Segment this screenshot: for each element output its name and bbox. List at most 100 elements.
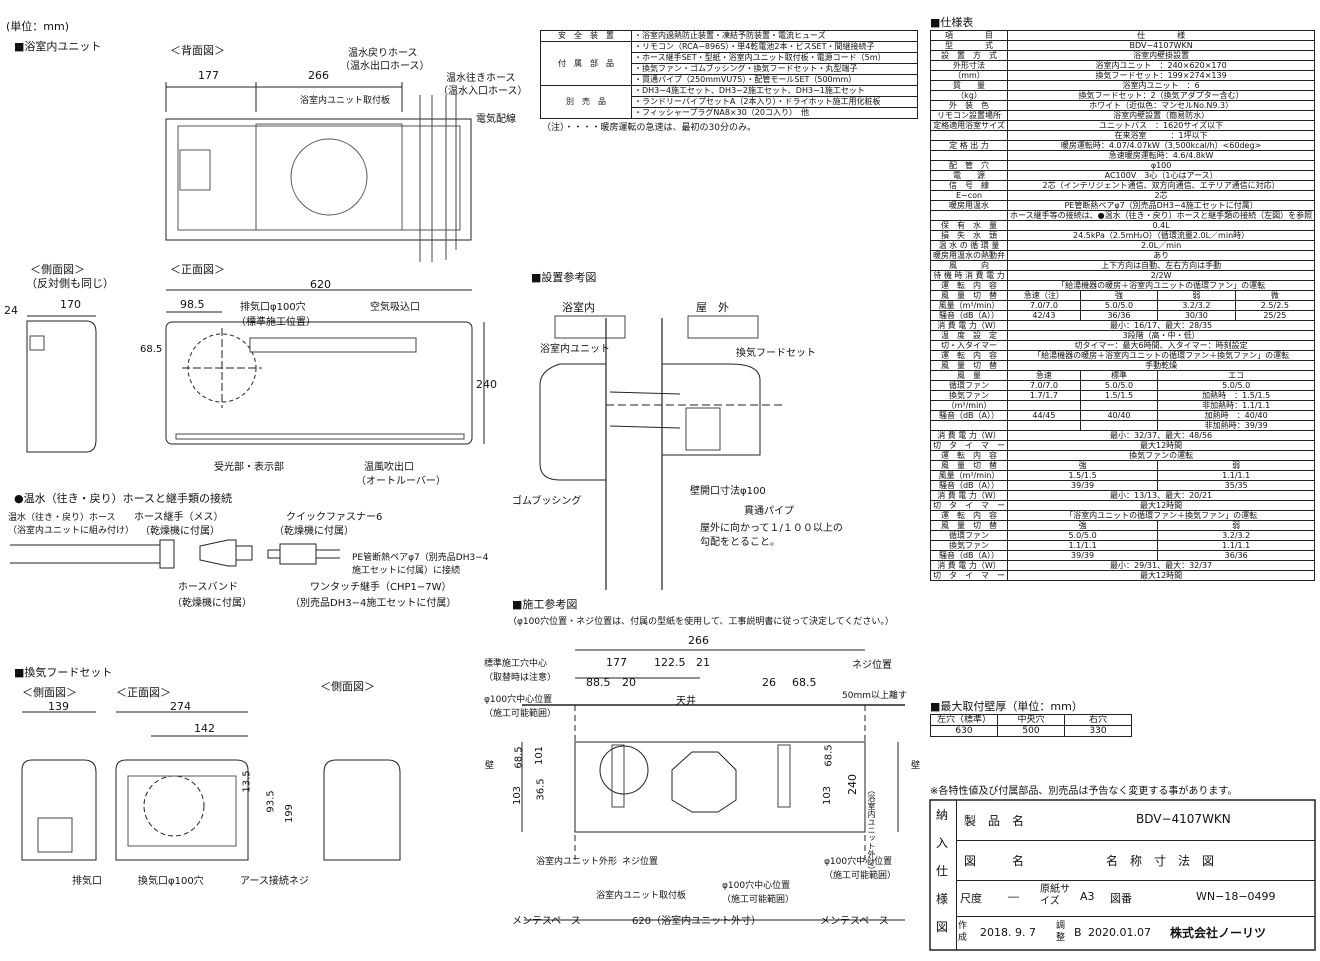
exhaust-sub: （標準施工位置） bbox=[236, 317, 316, 328]
spec-label: E−con bbox=[930, 190, 1008, 201]
spec-row: 運 転 内 容「浴室内ユニットの循環ファン＋換気ファン」の運転 bbox=[930, 510, 1316, 521]
spec-cell: 1.5/1.5 bbox=[1006, 470, 1159, 481]
range2-label: φ100穴中心位置 bbox=[824, 857, 893, 867]
range-label: φ100穴中心位置 bbox=[484, 695, 553, 705]
power-cable-label: 電気配線 bbox=[476, 114, 516, 125]
spec-cell bbox=[1007, 400, 1081, 411]
spec-cell: 弱 bbox=[1157, 520, 1316, 531]
company-logo: 株式会社ノーリツ bbox=[1170, 926, 1267, 940]
no-label: 図番 bbox=[1110, 892, 1132, 905]
spec-cell: 40/40 bbox=[1079, 410, 1159, 421]
spec-row: 急速暖房運転時：4.6/4.8kW bbox=[930, 150, 1316, 161]
spec-cell: 風 量 切 替 bbox=[930, 460, 1008, 471]
spec-label: 外形寸法 bbox=[930, 60, 1008, 71]
spec-cell: 消 費 電 力（W） bbox=[930, 430, 1008, 441]
spec-cell: 5.0/5.0 bbox=[1079, 300, 1159, 311]
spec-cell: 風 量 切 替 bbox=[930, 360, 1008, 371]
onetouch-sub: （別売品DH3−4施工セットに付属） bbox=[290, 598, 457, 609]
install-ref-heading: ■設置参考図 bbox=[531, 271, 597, 284]
spec-row: 風 向上下方向は自動、左右方向は手動 bbox=[930, 260, 1316, 271]
outdoor-label: 屋 外 bbox=[696, 301, 729, 314]
c-dim-266: 266 bbox=[688, 634, 709, 647]
spec-label: 温 水 の 循 環 量 bbox=[930, 240, 1008, 251]
spec-label: 損 失 水 頭 bbox=[930, 230, 1008, 241]
spec-cell: 加熱時 ：40/40 bbox=[1157, 410, 1316, 421]
std-center-sub: （取替時は注意） bbox=[484, 673, 557, 683]
spec-cell: 30/30 bbox=[1157, 310, 1236, 321]
spec-cell: 換気ファンの運転 bbox=[1006, 450, 1316, 461]
spec-value: ユニットバス ：1620サイズ以下 bbox=[1006, 120, 1316, 131]
wall-hole-label: 壁開口寸法φ100 bbox=[690, 486, 766, 497]
spec-row: 消 費 電 力（W）最小：29/31、最大：32/37 bbox=[930, 560, 1316, 571]
spec-cell: 加熱時 ：1.5/1.5 bbox=[1157, 390, 1316, 401]
spec-cell: 35/35 bbox=[1157, 480, 1316, 491]
spec-row: 切 タ イ マ ー最大12時間 bbox=[930, 440, 1316, 451]
spec-cell: 1.5/1.5 bbox=[1079, 390, 1159, 401]
hood-dim-135: 13.5 bbox=[241, 770, 253, 793]
spec-row: 設 置 方 式浴室内壁掛設置 bbox=[930, 50, 1316, 61]
scale-value: ― bbox=[1008, 890, 1019, 903]
acc-body: ・貫通パイプ（250mmVU75）・配管モールSET（500mm） bbox=[631, 74, 918, 86]
product-label: 製 品 名 bbox=[964, 814, 1025, 828]
spec-cell: 急速（注） bbox=[1007, 290, 1081, 301]
exhaust-label: 排気口φ100穴 bbox=[240, 302, 306, 313]
construction-ref-heading: ■施工参考図 bbox=[512, 598, 578, 611]
hood-vent-label: 換気口φ100穴 bbox=[138, 876, 204, 887]
spec-cell: 非加熱時：39/39 bbox=[1157, 420, 1316, 431]
spec-cell: 騒音（dB（A）） bbox=[930, 480, 1008, 491]
spec-cell: 39/39 bbox=[1006, 550, 1159, 561]
outlet-label: 温風吹出口 bbox=[364, 462, 414, 473]
acc-body: ・ランドリーパイプセットA（2本入り）・ドライホット施工用化粧板 bbox=[631, 96, 918, 108]
spec-value: 2芯（インテリジェント通信、双方向通信、エテリア通信に対応） bbox=[1006, 180, 1316, 191]
spec-value: 急速暖房運転時：4.6/4.8kW bbox=[1006, 150, 1316, 161]
spec-cell bbox=[1007, 420, 1081, 431]
spec-cell: 5.0/5.0 bbox=[1079, 380, 1159, 391]
front-dim-240: 240 bbox=[476, 378, 497, 391]
front-dim-685: 68.5 bbox=[140, 344, 163, 355]
spec-cell: 換気ファン bbox=[930, 540, 1008, 551]
std-center-label: 標準施工穴中心 bbox=[484, 659, 548, 669]
wall-val: 630 bbox=[930, 725, 998, 737]
spec-value: BDV−4107WKN bbox=[1006, 40, 1316, 51]
pe-pipe-label: PE管断熱ペアφ7（別売品DH3−4 bbox=[352, 553, 489, 563]
spec-label: （mm） bbox=[930, 70, 1008, 81]
spec-value: あり bbox=[1006, 250, 1316, 261]
acc-body: ・換気ファン・ゴムブッシング・換気フードセット・丸型端子 bbox=[631, 63, 918, 75]
spec-cell: 非加熱時：1.1/1.1 bbox=[1157, 400, 1316, 411]
spec-cell: 最小：16/17、最大：28/35 bbox=[1006, 320, 1316, 331]
spec-cell: 騒音（dB（A）） bbox=[930, 310, 1008, 321]
back-view-body bbox=[165, 118, 472, 241]
spec-row: 非加熱時：39/39 bbox=[930, 420, 1316, 431]
screw2-label: ネジ位置 bbox=[622, 857, 659, 867]
c-dim-177: 177 bbox=[606, 656, 627, 669]
front-view-body bbox=[165, 321, 473, 445]
spec-value: PE管断熱ペアφ7（別売品DH3−4施工セットに付属） bbox=[1006, 200, 1316, 211]
spec-title: ■仕様表 bbox=[930, 16, 974, 29]
spec-cell: 「浴室内ユニットの循環ファン＋換気ファン」の運転 bbox=[1006, 510, 1316, 521]
spec-value: 暖房運転時：4.07/4.07kW（3,500kcal/h）<60deg> bbox=[1006, 140, 1316, 151]
intake-label: 空気吸込口 bbox=[370, 302, 420, 313]
spec-value: AC100V 3心（1心はアース） bbox=[1006, 170, 1316, 181]
product-row: 製 品 名 BDV−4107WKN bbox=[956, 800, 1315, 841]
side-view-label: ＜側面図＞ bbox=[30, 263, 85, 276]
slope-label2: 勾配をとること。 bbox=[700, 537, 780, 548]
spec-cell: 「給湯機器の暖房＋浴室内ユニットの循環ファン」の運転 bbox=[1006, 280, 1316, 291]
spec-cell: 風量（m³/min） bbox=[930, 470, 1008, 481]
spec-row: 消 費 電 力（W）最小：32/37、最大：48/56 bbox=[930, 430, 1316, 441]
spec-value: 換気フードセット：199×274×139 bbox=[1006, 70, 1316, 81]
title-side-char: 図 bbox=[936, 920, 949, 934]
spec-cell: 運 転 内 容 bbox=[930, 510, 1008, 521]
scale-row: 尺度 ― 原紙サイズ A3 図番 WN−18−0499 bbox=[956, 880, 1315, 917]
supply-hose-label: 温水往きホース bbox=[446, 73, 516, 84]
spec-cell: 44/45 bbox=[1007, 410, 1081, 421]
side-dim-170: 170 bbox=[60, 298, 81, 311]
acc-row-parts: 付 属 部 品 ・リモコン（RCA−896S）・単4乾電池2本・ビスSET・間継… bbox=[540, 41, 918, 86]
return-hose-sub: （温水出口ホース） bbox=[340, 61, 430, 72]
spec-label: 保 有 水 量 bbox=[930, 220, 1008, 231]
acc-head: 別 売 品 bbox=[540, 85, 632, 119]
quick-fastener-sub: （乾燥機に付属） bbox=[274, 526, 354, 537]
